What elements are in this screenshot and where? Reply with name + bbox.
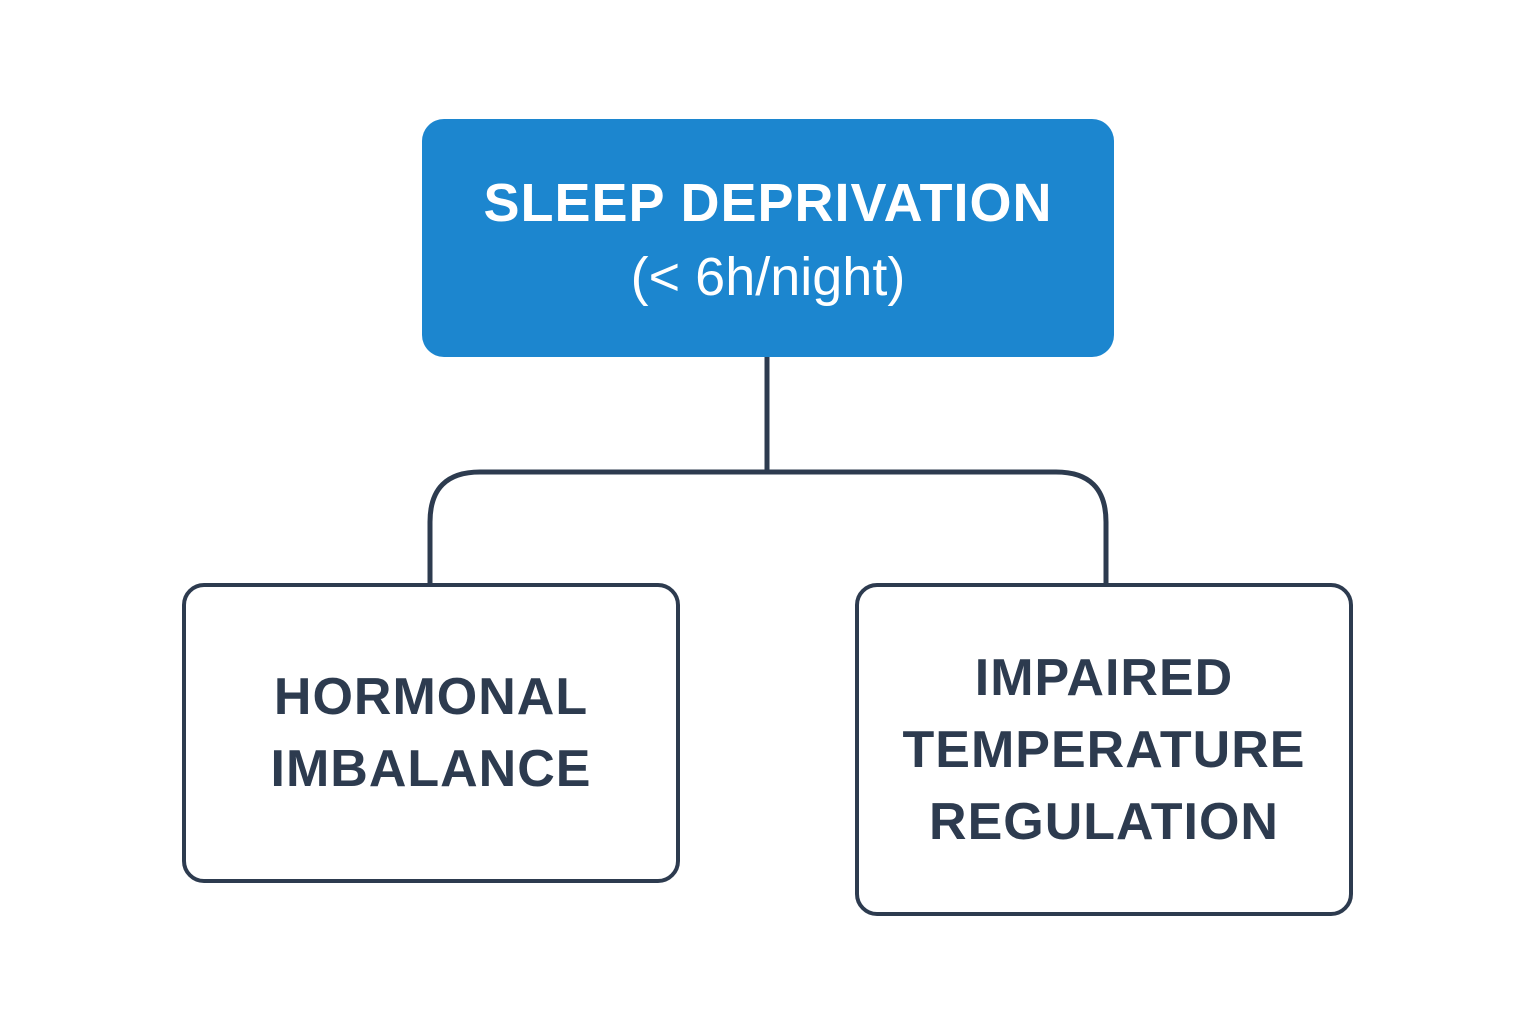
child-node-label-line: TEMPERATURE — [902, 720, 1306, 779]
child-node-label-line: IMBALANCE — [270, 740, 592, 798]
root-node-sleep-deprivation: SLEEP DEPRIVATION (< 6h/night) — [422, 119, 1114, 357]
child-node-label-line: IMPAIRED — [974, 648, 1234, 707]
child-node-label-line: REGULATION — [929, 792, 1279, 851]
branch-connector — [427, 469, 1109, 583]
child-node-hormonal-imbalance: HORMONAL IMBALANCE — [182, 583, 680, 883]
root-node-subtitle: (< 6h/night) — [630, 247, 906, 307]
root-node-title: SLEEP DEPRIVATION — [483, 173, 1053, 233]
child-node-label-line: HORMONAL — [273, 668, 589, 726]
child-node-impaired-temperature-regulation: IMPAIRED TEMPERATURE REGULATION — [855, 583, 1353, 916]
